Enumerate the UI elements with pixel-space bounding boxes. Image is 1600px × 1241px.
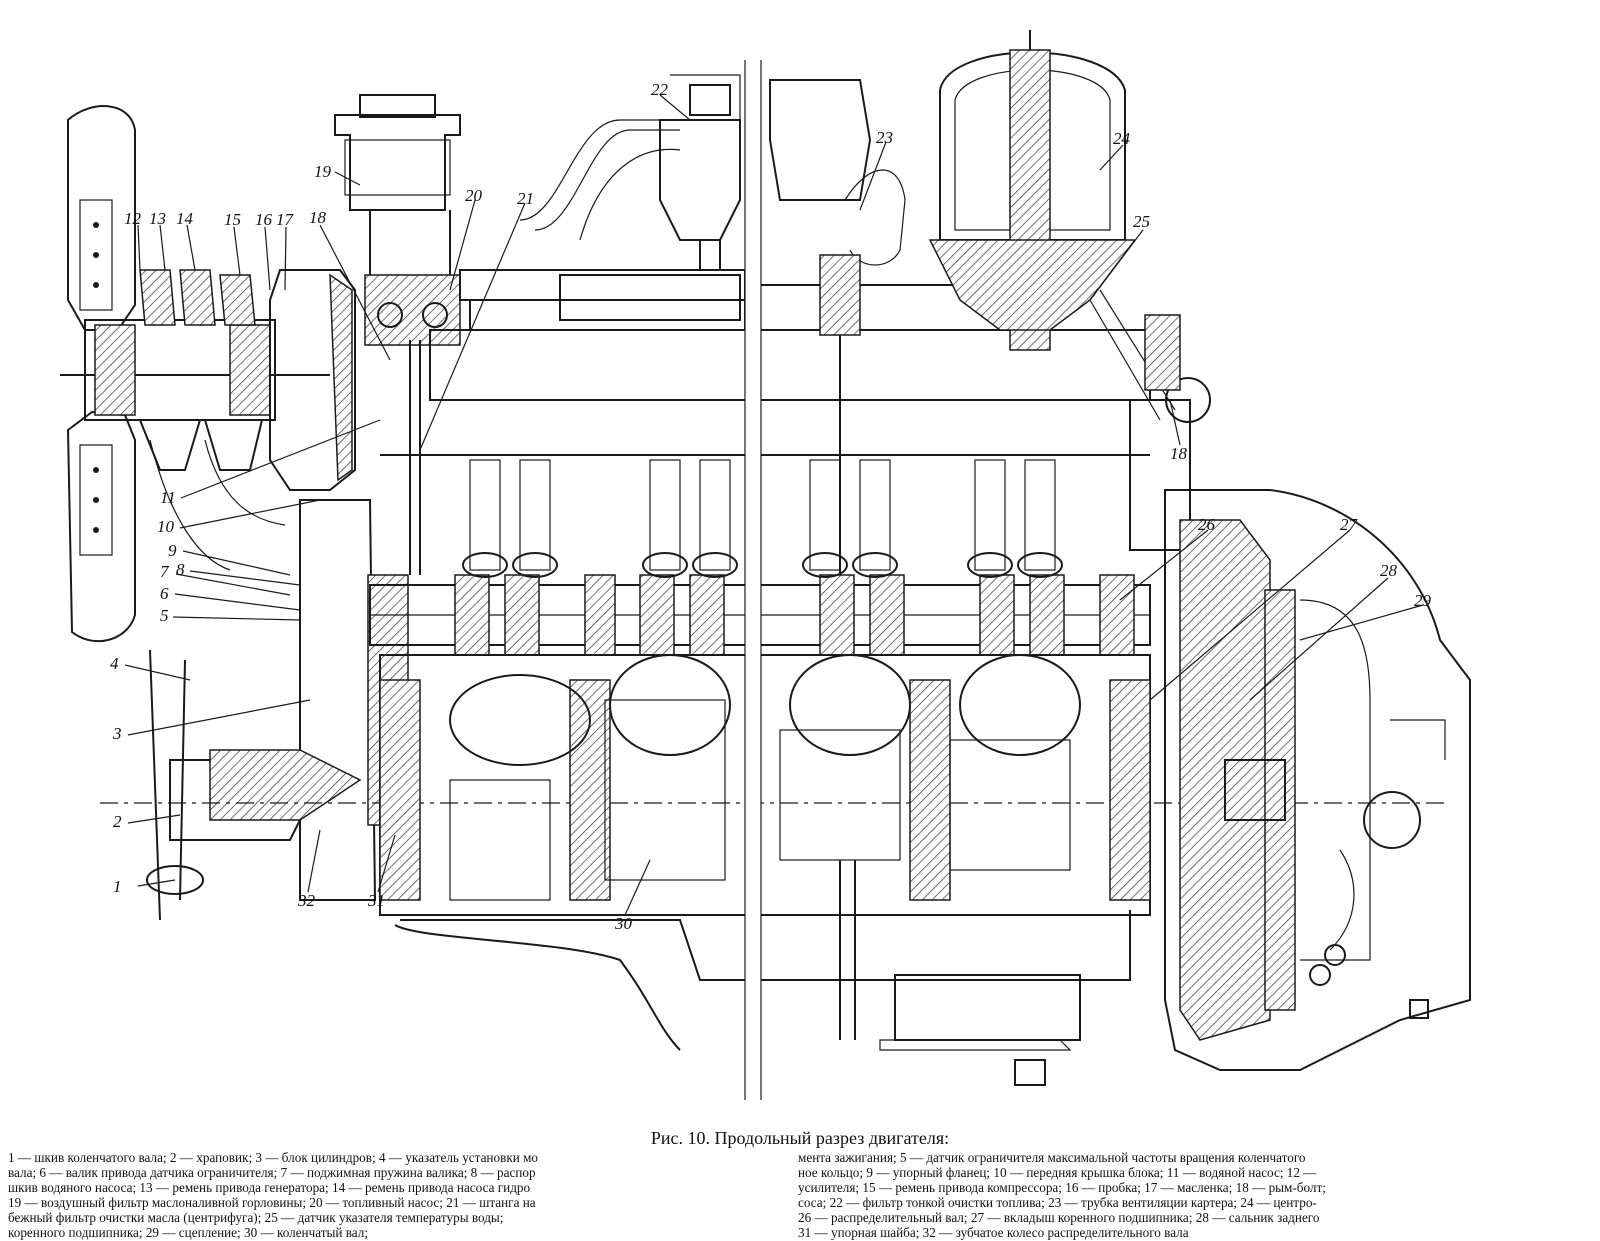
callout-16: 16 (255, 210, 272, 229)
callout-3: 3 (113, 724, 122, 743)
callout-11: 11 (160, 488, 176, 507)
callout-13: 13 (149, 209, 166, 228)
crankshaft (100, 654, 1450, 1086)
legend-left-text: 1 — шкив коленчатого вала; 2 — храповик;… (8, 1150, 539, 1165)
legend-left-text: 19 — воздушный фильтр маслоналивной горл… (8, 1195, 536, 1210)
legend-left-text: вала; 6 — валик привода датчика ограничи… (8, 1165, 536, 1180)
callout-25: 25 (1133, 212, 1150, 231)
callout-5: 5 (160, 606, 169, 625)
crankcase-vent-tube (769, 79, 906, 575)
legend-right-text: усилителя; 15 — ремень привода компрессо… (798, 1180, 1326, 1195)
callout-18: 18 (309, 208, 326, 227)
callout-23: 23 (876, 128, 893, 147)
legend-right-text: 26 — распределительный вал; 27 — вкладыш… (798, 1210, 1320, 1225)
legend-right-text: 31 — упорная шайба; 32 — зубчатое колесо… (798, 1225, 1189, 1240)
callout-24: 24 (1113, 129, 1130, 148)
valve-train (462, 459, 1063, 578)
legend-left-text: шкив водяного насоса; 13 — ремень привод… (8, 1180, 531, 1195)
legend-line: 1 — шкив коленчатого вала; 2 — храповик;… (8, 1150, 1596, 1165)
callout-9: 9 (168, 541, 177, 560)
callout-27: 27 (1340, 515, 1357, 534)
legend-line: шкив водяного насоса; 13 — ремень привод… (8, 1180, 1596, 1195)
legend-line: 19 — воздушный фильтр маслоналивной горл… (8, 1195, 1596, 1210)
callout-18-rear: 18 (1170, 444, 1187, 463)
legend-right-text: мента зажигания; 5 — датчик ограничителя… (798, 1150, 1306, 1165)
callout-6: 6 (160, 584, 169, 603)
callout-15: 15 (224, 210, 241, 229)
water-pump-pulley (60, 269, 330, 571)
callout-10: 10 (157, 517, 174, 536)
legend-line: вала; 6 — валик привода датчика ограничи… (8, 1165, 1596, 1180)
callout-14: 14 (176, 209, 193, 228)
legend-line: бежный фильтр очистки масла (центрифуга)… (8, 1210, 1596, 1225)
callout-12: 12 (124, 209, 141, 228)
legend-right-text: ное кольцо; 9 — упорный фланец; 10 — пер… (798, 1165, 1317, 1180)
callout-1: 1 (113, 877, 122, 896)
callout-29: 29 (1414, 591, 1431, 610)
legend-line: коренного подшипника; 29 — сцепление; 30… (8, 1225, 1596, 1240)
callout-32: 32 (298, 891, 315, 910)
legend-right-text: соса; 22 — фильтр тонкой очистки топлива… (798, 1195, 1317, 1210)
clutch-housing (1164, 489, 1471, 1071)
callout-19: 19 (314, 162, 331, 181)
callout-8: 8 (176, 560, 185, 579)
legend-left-text: бежный фильтр очистки масла (центрифуга)… (8, 1210, 504, 1225)
leader-lines (124, 94, 1424, 916)
oil-filler-filter (334, 94, 461, 575)
oil-centrifuge (928, 30, 1176, 421)
callout-22: 22 (651, 80, 668, 99)
callout-21: 21 (517, 189, 534, 208)
callout-2: 2 (113, 812, 122, 831)
figure-title: Рис. 10. Продольный разрез двигателя: (650, 1128, 950, 1148)
legend-left-text: коренного подшипника; 29 — сцепление; 30… (8, 1225, 369, 1240)
camshaft (369, 574, 1151, 656)
callout-4: 4 (110, 654, 119, 673)
callout-30: 30 (615, 914, 632, 933)
callout-31: 31 (368, 891, 385, 910)
figure-legend: 1 — шкив коленчатого вала; 2 — храповик;… (8, 1150, 1596, 1240)
callout-20: 20 (465, 186, 482, 205)
callout-7: 7 (160, 562, 169, 581)
callout-28: 28 (1380, 561, 1397, 580)
lifting-eye-rear (1129, 314, 1211, 551)
callout-17: 17 (276, 210, 293, 229)
fuel-fine-filter (519, 74, 741, 270)
callout-26: 26 (1198, 515, 1215, 534)
